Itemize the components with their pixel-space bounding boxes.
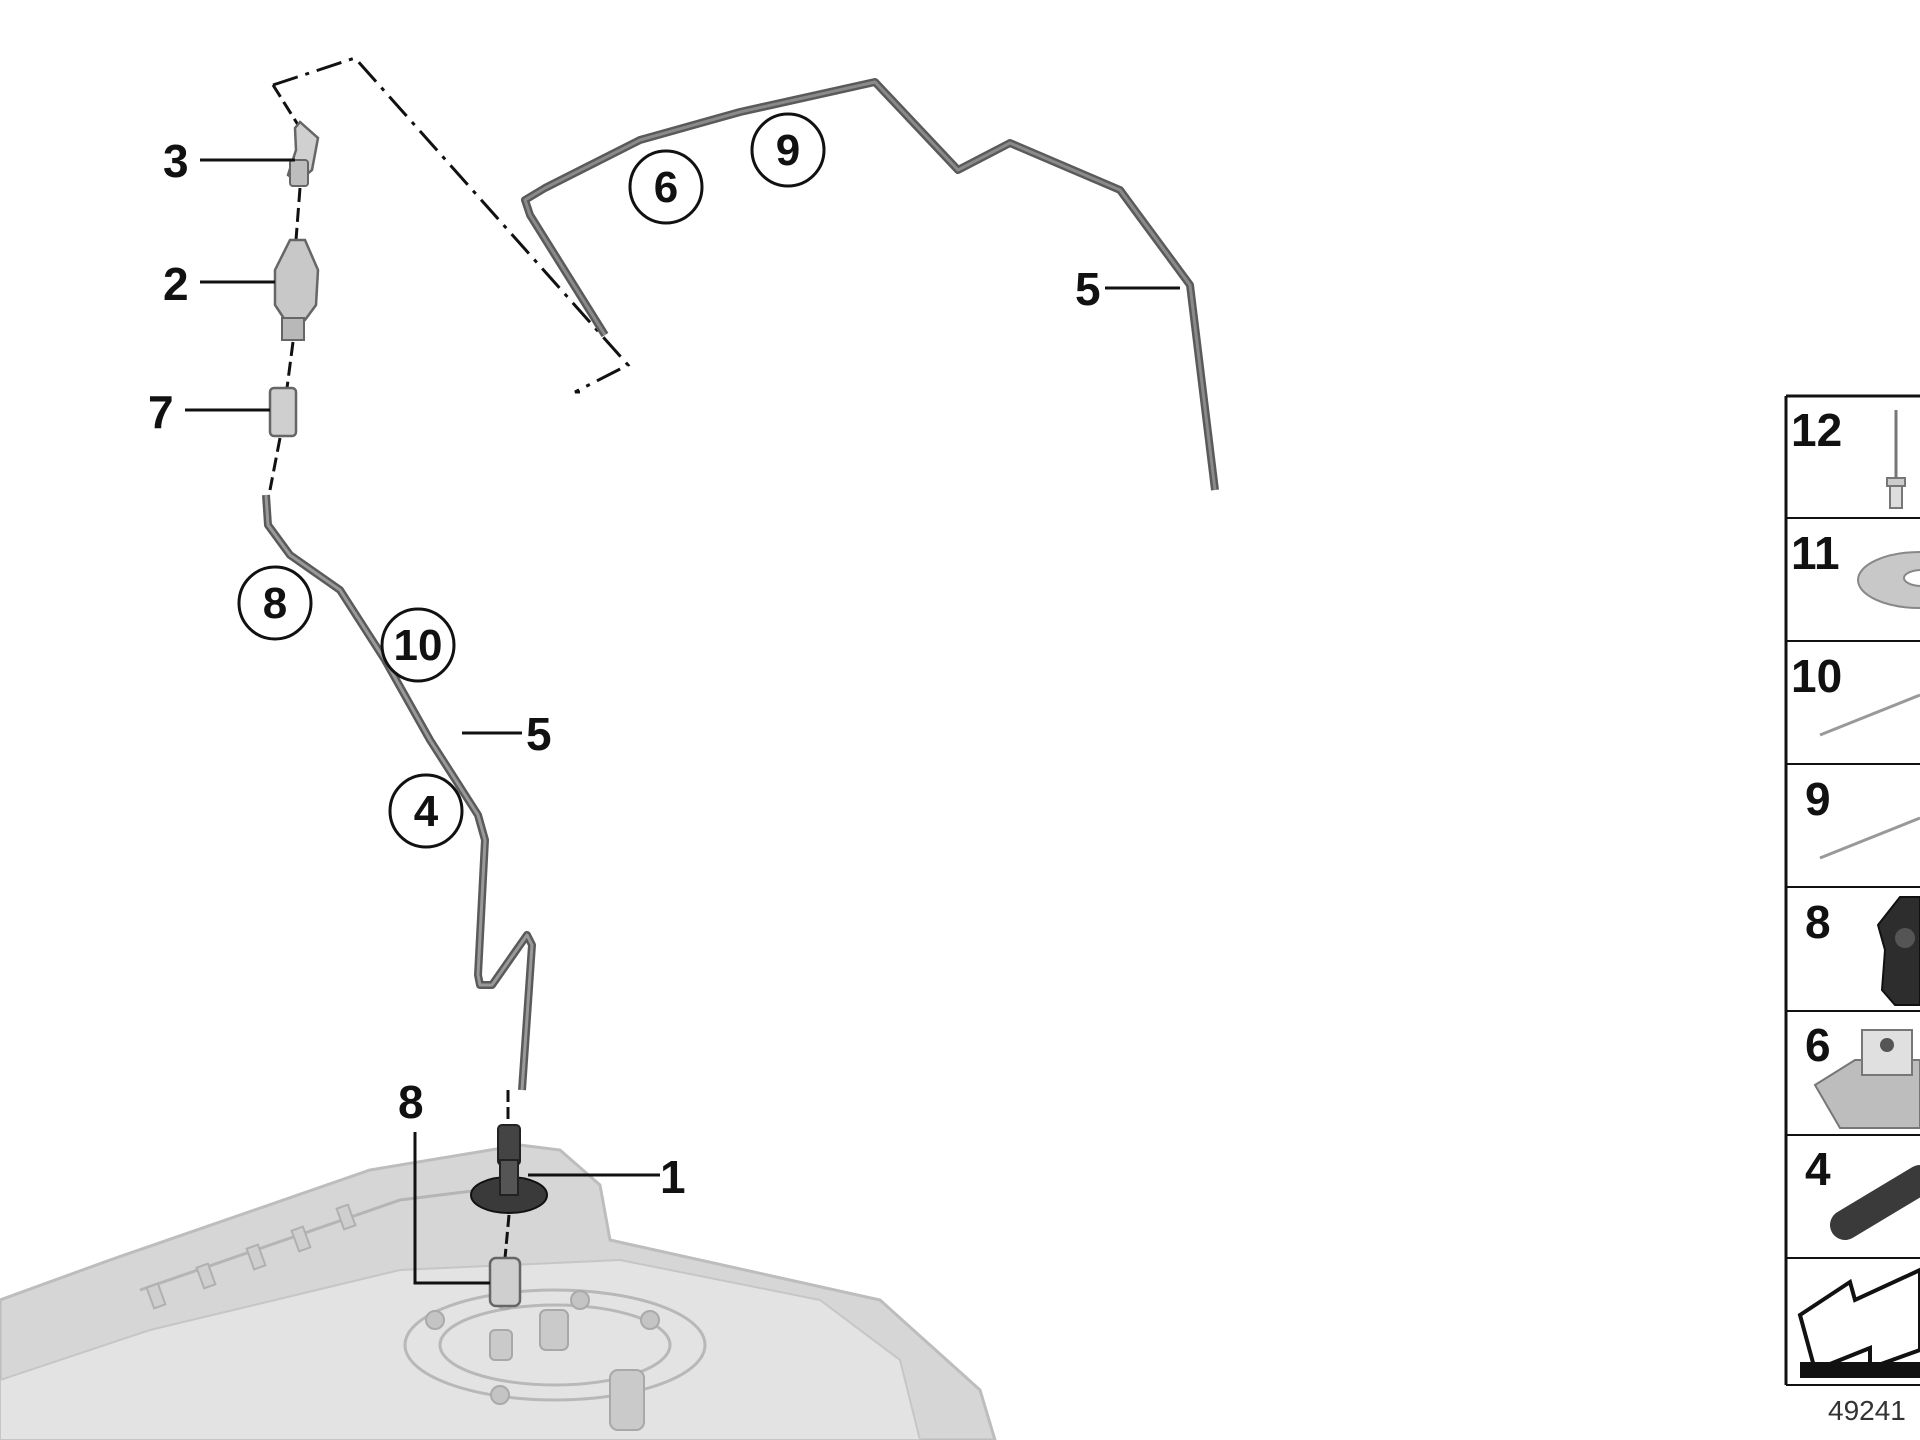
pipe-clip-icon [1876,896,1920,1006]
clip-nut-icon [1813,1029,1920,1129]
legend-label-6: 6 [1805,1019,1831,1071]
connection-frame-left [271,84,302,129]
circle-4-label: 4 [414,787,439,836]
legend-label-12: 12 [1791,404,1842,456]
tank-fitting [470,1090,548,1308]
circle-6 [628,149,704,225]
connection-frame [272,56,631,394]
washer-icon [1857,551,1920,609]
circle-6-label: 6 [654,163,678,212]
arrow-reference-icon [1797,1267,1920,1378]
legend-label-10: 10 [1791,650,1842,702]
hose-icon [1830,1165,1920,1240]
parts-legend: 12 11 10 9 8 6 4 [1784,394,1920,1426]
wire-icon [1819,816,1920,860]
callout-2: 2 [163,258,189,310]
circle-10-label: 10 [394,621,443,670]
diagram-reference-number: 49241 [1828,1395,1906,1426]
callout-8-bottom: 8 [398,1076,424,1128]
rivet-icon [1886,410,1906,509]
legend-label-8: 8 [1805,896,1831,948]
circle-8-label: 8 [263,579,287,628]
leader-lines [185,158,1180,1285]
pipe-connector [268,386,298,438]
elbow-fitting [286,120,320,187]
callout-1: 1 [660,1151,686,1203]
circle-10 [380,607,456,683]
circle-9 [750,112,826,188]
legend-label-4: 4 [1805,1143,1831,1195]
legend-label-11: 11 [1791,527,1840,579]
fuel-filter [273,238,320,341]
legend-label-9: 9 [1805,773,1831,825]
callout-5-upper: 5 [1075,263,1101,315]
wire-icon [1819,693,1920,737]
circle-4 [388,773,464,849]
callout-5-lower: 5 [526,708,552,760]
circle-8 [237,565,313,641]
callout-7: 7 [148,386,174,438]
callout-3: 3 [163,135,189,187]
circle-9-label: 9 [776,126,800,175]
upper-fuel-pipe [521,78,1219,491]
